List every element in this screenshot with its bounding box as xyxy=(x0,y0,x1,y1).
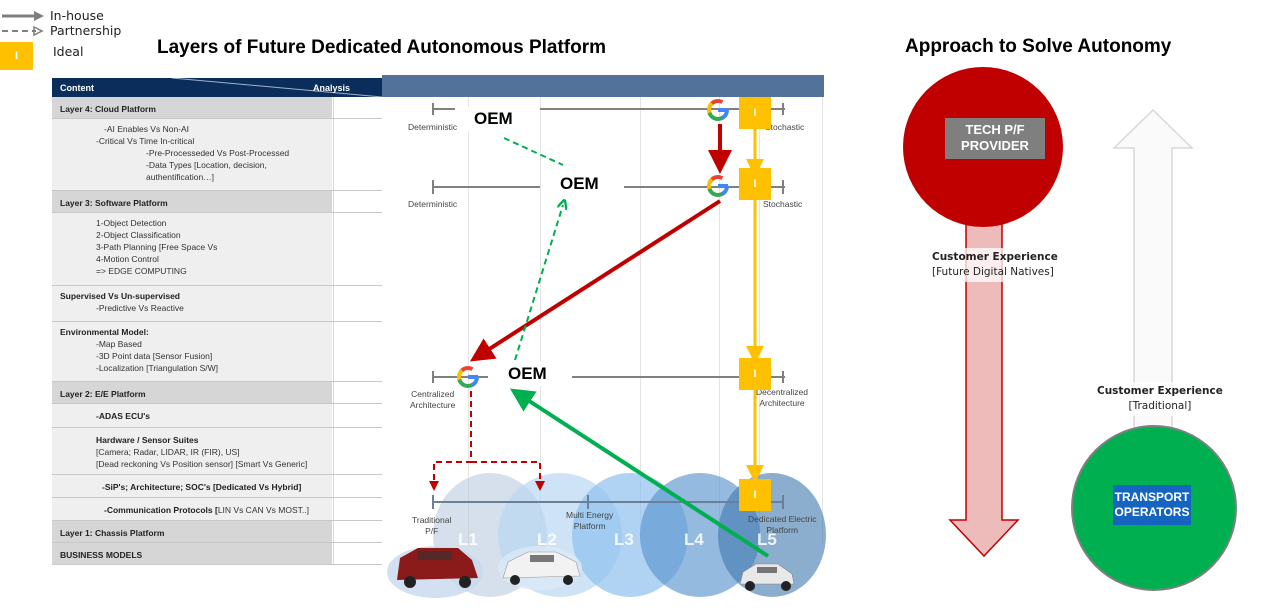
level-l4: L4 xyxy=(684,530,704,549)
customer-experience-traditional: Customer Experience [Traditional] xyxy=(1093,382,1227,416)
table-row-sip: -SiP's; Architecture; SOC's [Dedicated V… xyxy=(52,475,382,498)
minivan-car-icon xyxy=(387,546,483,598)
level-l5: L5 xyxy=(757,530,777,549)
table-row-layer4: Layer 4: Cloud Platform xyxy=(52,97,382,119)
platform-diagram xyxy=(382,75,824,545)
transport-operators-label: TRANSPORT OPERATORS xyxy=(1113,485,1191,525)
header-content: Content xyxy=(60,83,94,93)
tech-provider-label: TECH P/F PROVIDER xyxy=(945,118,1045,159)
jaguar-car-icon xyxy=(498,546,582,590)
axis4-left-label: Traditional P/F xyxy=(412,515,452,536)
table-row-layer3-detail: 1-Object Detection 2-Object Classificati… xyxy=(52,213,382,286)
ideal-marker-ee: I xyxy=(739,358,771,390)
table-row-communication: -Communication Protocols [LIN Vs CAN Vs … xyxy=(52,498,382,521)
level-l3: L3 xyxy=(614,530,634,549)
table-row-business-models: BUSINESS MODELS xyxy=(52,543,382,565)
table-row-layer2: Layer 2: E/E Platform xyxy=(52,382,382,404)
customer-experience-future: Customer Experience [Future Digital Nati… xyxy=(928,248,1062,282)
oem-label-software: OEM xyxy=(552,172,607,196)
dashed-arrow-icon xyxy=(2,25,44,37)
axis2-right-label: Stochastic xyxy=(763,199,803,209)
axis3-right-label: Decentralized Architecture xyxy=(756,387,808,408)
table-row-layer3: Layer 3: Software Platform xyxy=(52,191,382,213)
axis4-middle-label: Multi Energy Platform xyxy=(566,510,614,531)
table-row-adas: -ADAS ECU's xyxy=(52,404,382,428)
oem-label-ee: OEM xyxy=(500,362,555,386)
ideal-box-icon: I xyxy=(0,42,33,70)
solid-arrow-icon xyxy=(2,11,44,21)
legend: In-house Partnership I Ideal xyxy=(0,4,140,70)
header-analysis: Analysis xyxy=(312,83,350,93)
vw-id3-car-icon xyxy=(739,563,795,591)
right-title: Approach to Solve Autonomy xyxy=(905,36,1172,57)
layers-table: Content Analysis Layer 4: Cloud Platform… xyxy=(52,78,382,565)
table-row-supervised: Supervised Vs Un-supervised -Predictive … xyxy=(52,286,382,322)
level-l1: L1 xyxy=(458,530,478,549)
table-row-sensor-suites: Hardware / Sensor Suites [Camera; Radar,… xyxy=(52,428,382,475)
diagram-header-bar xyxy=(382,75,824,97)
ideal-marker-software: I xyxy=(739,168,771,200)
axis3-left-label: Centralized Architecture xyxy=(410,389,456,410)
table-row-layer1: Layer 1: Chassis Platform xyxy=(52,521,382,543)
axis1-left-label: Deterministic xyxy=(408,122,458,132)
arrow-up-icon xyxy=(1112,108,1194,471)
oem-label-cloud: OEM xyxy=(466,107,521,131)
main-title: Layers of Future Dedicated Autonomous Pl… xyxy=(157,37,607,58)
table-row-environmental-model: Environmental Model: -Map Based -3D Poin… xyxy=(52,322,382,382)
table-header: Content Analysis xyxy=(52,78,382,97)
ideal-marker-cloud: I xyxy=(739,97,771,129)
table-row-layer4-detail: -AI Enables Vs Non-AI -Critical Vs Time … xyxy=(52,119,382,191)
level-l2: L2 xyxy=(537,530,557,549)
axis1-right-label: Stochastic xyxy=(765,122,805,132)
ideal-marker-chassis: I xyxy=(739,479,771,511)
axis2-left-label: Deterministic xyxy=(408,199,458,209)
